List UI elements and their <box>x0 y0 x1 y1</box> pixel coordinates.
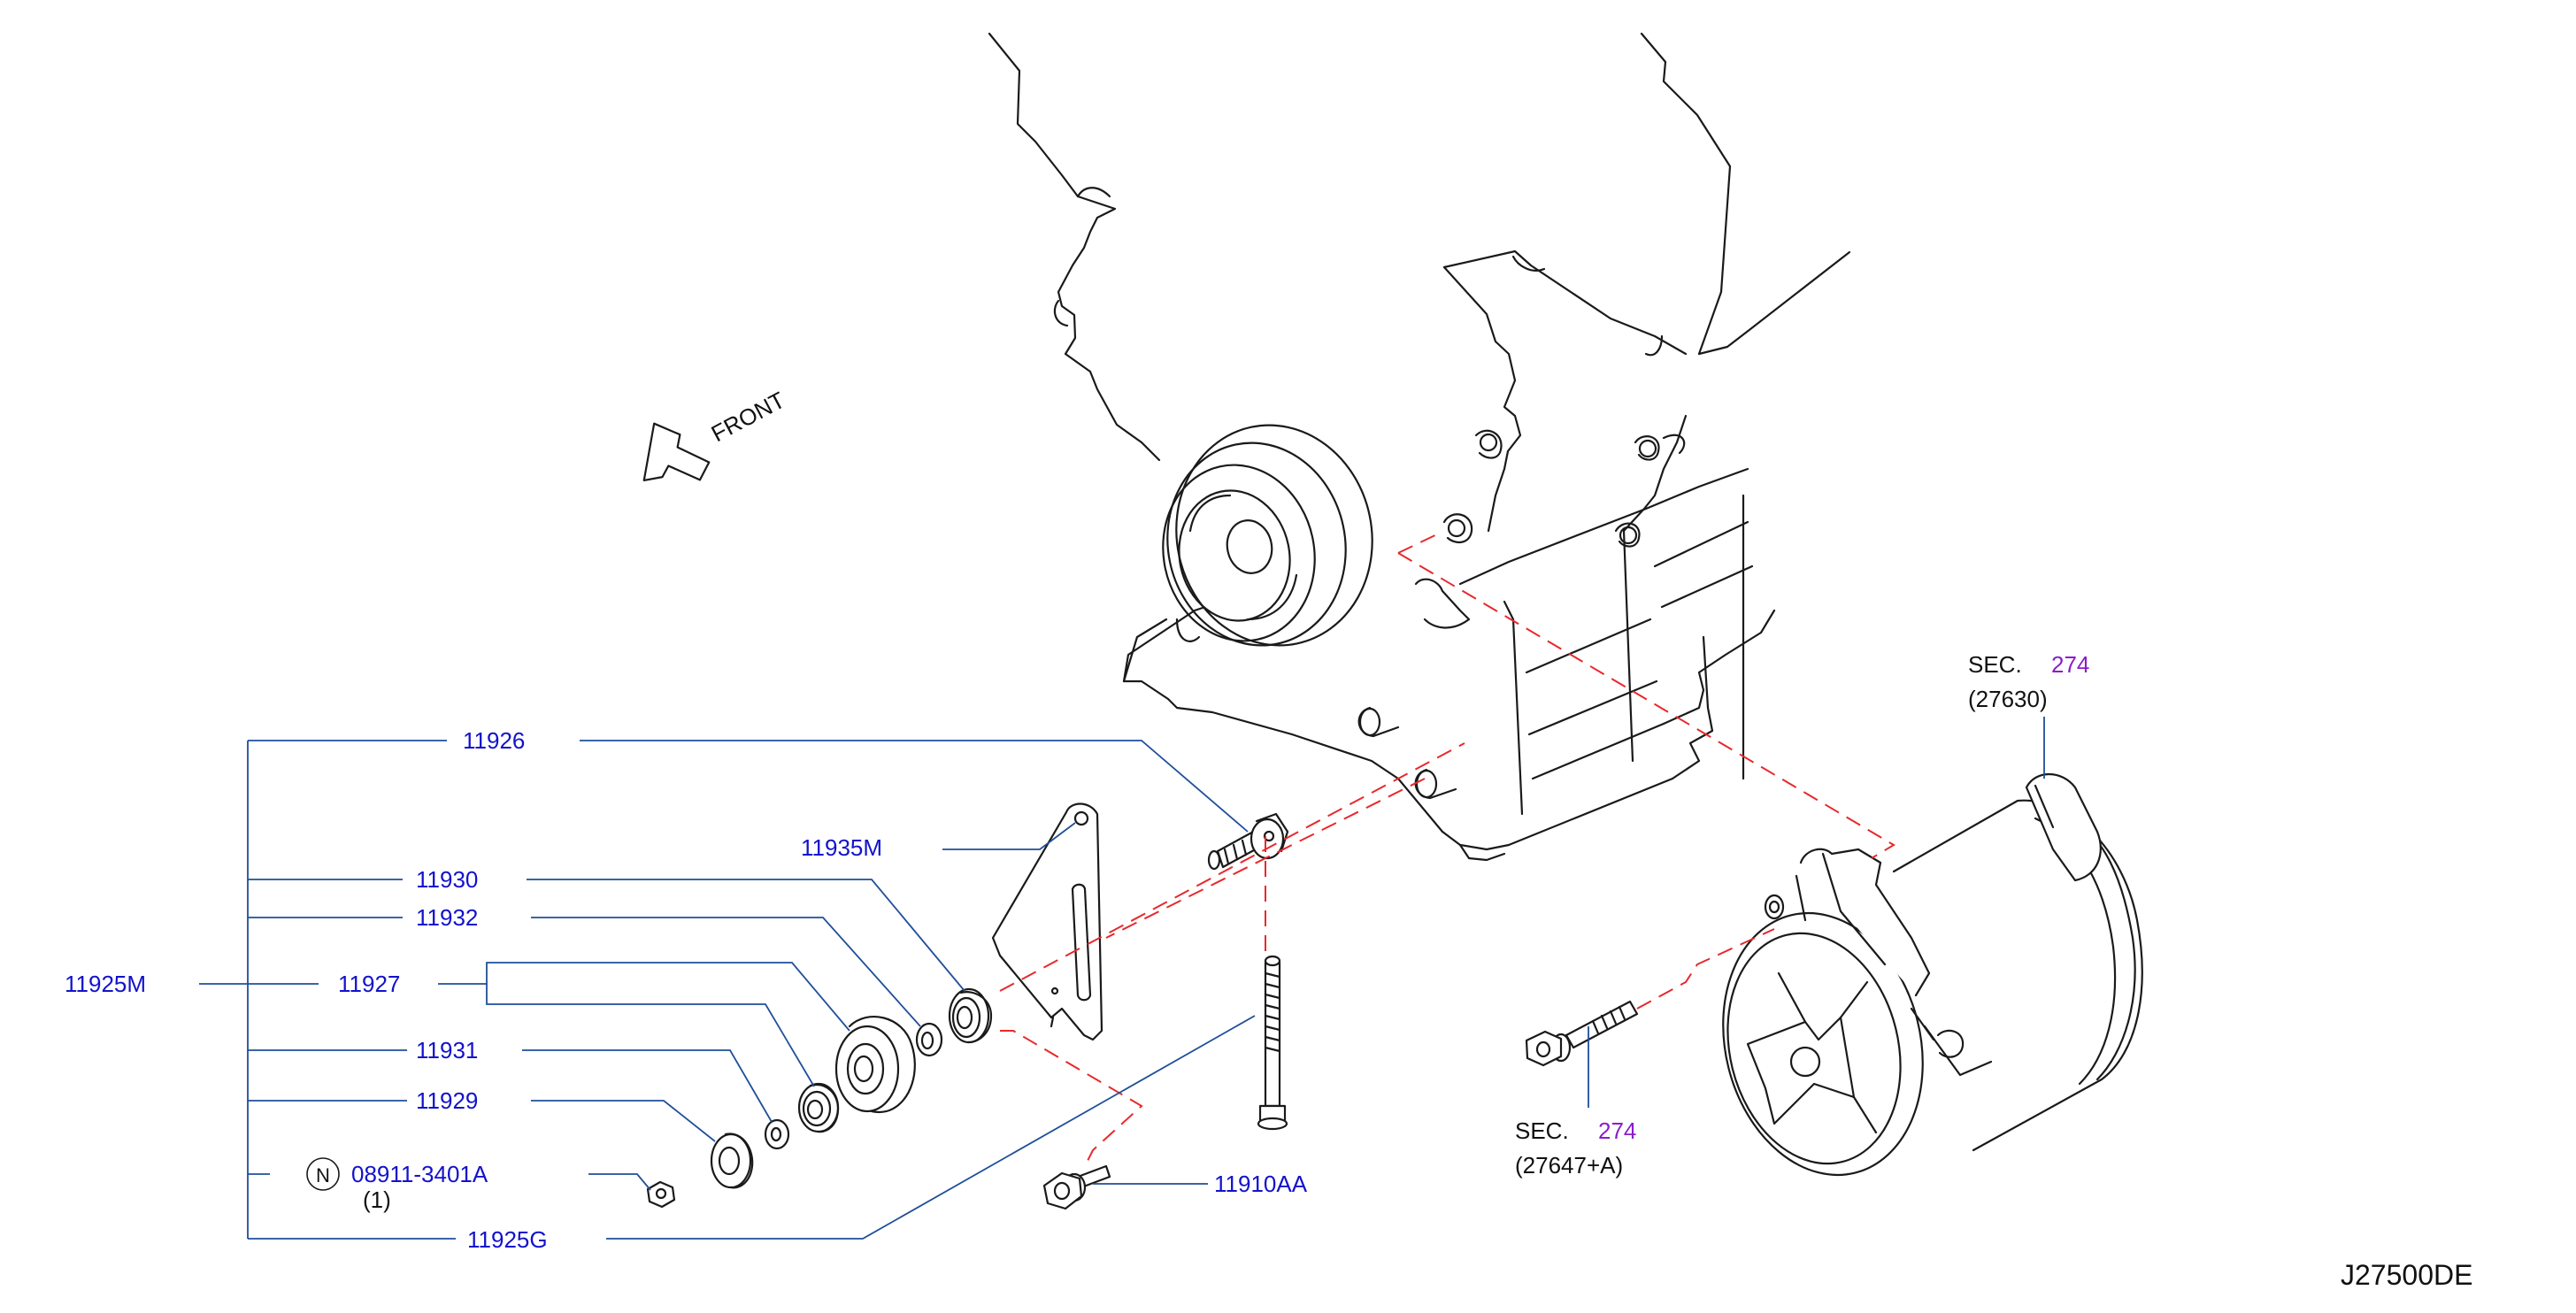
sec-ref-27630: (27630) <box>1968 686 2048 712</box>
label-11926[interactable]: 11926 <box>463 727 525 754</box>
cover-11925g <box>710 1133 754 1189</box>
label-08911-3401a[interactable]: 08911-3401A <box>351 1161 488 1187</box>
idler-pulley-11927 <box>834 1016 916 1114</box>
leader-lines <box>199 717 2045 1240</box>
n-marker-letter: N <box>316 1164 330 1186</box>
sec-prefix-compressor: SEC. <box>1968 651 2022 678</box>
engine-block-drawing <box>988 32 1851 862</box>
sec-ref-27647a: (27647+A) <box>1515 1152 1623 1179</box>
crankshaft-pulley-drawing <box>1122 424 1373 683</box>
idler-stud-11926 <box>1207 812 1289 871</box>
section-ref-bolt[interactable]: SEC. 274 (27647+A) <box>1515 1117 1636 1179</box>
label-08911-3401a-group[interactable]: N 08911-3401A (1) <box>306 1157 488 1213</box>
label-11927[interactable]: 11927 <box>338 971 400 997</box>
ac-compressor-drawing <box>1722 773 2143 1177</box>
alignment-dashed-lines <box>999 532 1895 1169</box>
section-ref-compressor[interactable]: SEC. 274 (27630) <box>1968 651 2089 712</box>
label-11931[interactable]: 11931 <box>416 1037 478 1063</box>
label-11910aa[interactable]: 11910AA <box>1214 1171 1308 1197</box>
compressor-bracket-drawing <box>991 802 1103 1041</box>
front-label: FRONT <box>707 387 789 448</box>
n-marker-circle <box>306 1157 340 1191</box>
sec-number-bolt[interactable]: 274 <box>1598 1117 1636 1144</box>
label-11925g[interactable]: 11925G <box>467 1226 548 1253</box>
pulley-11930 <box>948 987 993 1044</box>
bearing-11931 <box>797 1082 840 1133</box>
label-11929[interactable]: 11929 <box>416 1087 478 1114</box>
idler-pulley-assembly-drawing <box>646 812 1289 1209</box>
label-11925m[interactable]: 11925M <box>65 971 146 997</box>
nut-08911-3401a <box>646 1180 676 1209</box>
front-direction-indicator: FRONT <box>642 387 789 482</box>
washer-11929 <box>764 1118 790 1150</box>
flange-bolt-11910aa <box>1042 1164 1111 1210</box>
label-11935m[interactable]: 11935M <box>801 834 882 861</box>
label-11932[interactable]: 11932 <box>416 904 478 931</box>
sec-prefix-bolt: SEC. <box>1515 1117 1569 1144</box>
compressor-mount-bolt <box>1525 1000 1639 1067</box>
bracket-bolts-drawing <box>1042 955 1639 1210</box>
sec-number-compressor[interactable]: 274 <box>2051 651 2089 678</box>
label-11930[interactable]: 11930 <box>416 866 478 893</box>
washer-11932 <box>915 1022 943 1057</box>
label-08911-qty: (1) <box>363 1186 391 1213</box>
long-bolt <box>1257 955 1288 1131</box>
diagram-code: J27500DE <box>2341 1259 2472 1291</box>
